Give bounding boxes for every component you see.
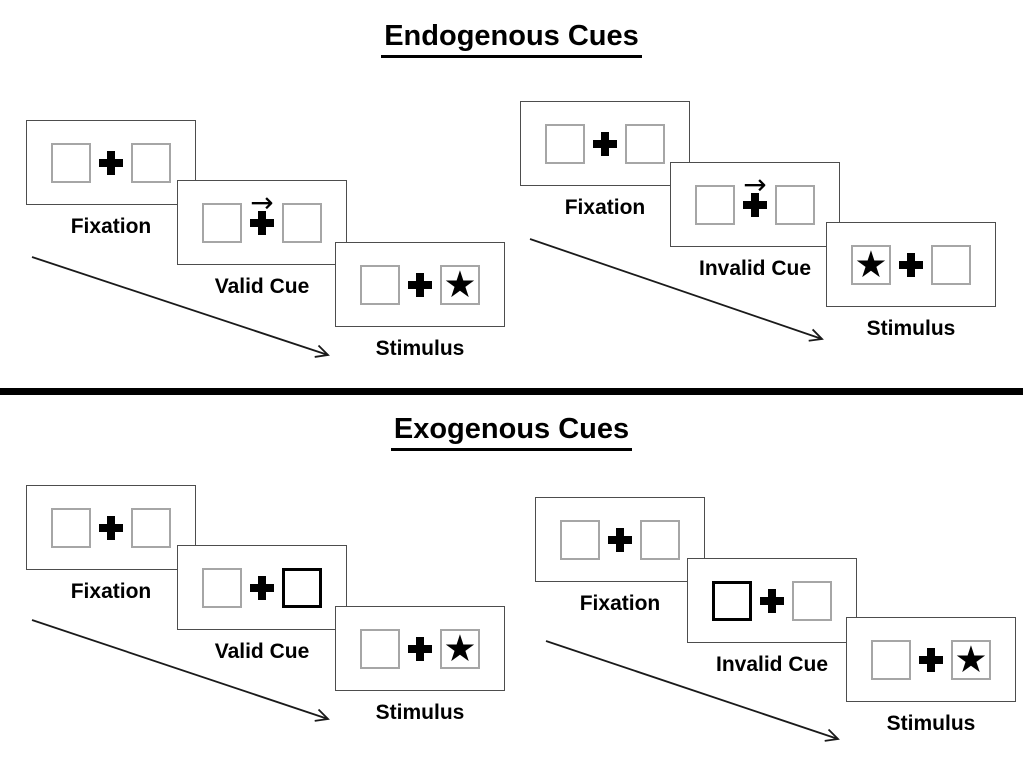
right-placeholder-box bbox=[131, 507, 171, 548]
endogenous-invalid-stimulus-panel: ★ bbox=[826, 222, 996, 307]
exogenous-valid-cue-panel bbox=[177, 545, 347, 630]
fixation-cross-icon: → bbox=[735, 170, 775, 225]
panel-label-stimulus: Stimulus bbox=[375, 337, 465, 360]
section-title-endogenous: Endogenous Cues bbox=[0, 20, 1023, 59]
star-icon: ★ bbox=[854, 242, 888, 286]
fixation-cross-icon bbox=[91, 143, 131, 183]
right-target-box: ★ bbox=[440, 626, 480, 670]
left-placeholder-box bbox=[202, 567, 242, 608]
fixation-cross-icon bbox=[891, 245, 931, 285]
left-placeholder-box bbox=[202, 202, 242, 243]
central-arrow-cue-icon: → bbox=[743, 167, 767, 201]
fixation-cross-icon: → bbox=[242, 188, 282, 243]
right-placeholder-box bbox=[640, 519, 680, 560]
left-placeholder-box bbox=[51, 142, 91, 183]
fixation-cross-icon bbox=[752, 581, 792, 621]
exogenous-invalid-fixation-panel bbox=[535, 497, 705, 582]
panel-label-stimulus: Stimulus bbox=[886, 712, 976, 735]
fixation-cross-icon bbox=[585, 124, 625, 164]
sequence-arrow-exogenous-valid bbox=[31, 619, 330, 722]
star-icon: ★ bbox=[443, 262, 477, 306]
fixation-cross-icon bbox=[911, 640, 951, 680]
left-highlighted-cue-box bbox=[712, 580, 752, 621]
fixation-cross-icon bbox=[400, 265, 440, 305]
left-placeholder-box bbox=[695, 184, 735, 225]
exogenous-valid-fixation-panel bbox=[26, 485, 196, 570]
right-placeholder-box bbox=[792, 580, 832, 621]
section-title-text: Exogenous Cues bbox=[390, 413, 633, 452]
endogenous-valid-cue-panel: → bbox=[177, 180, 347, 265]
left-placeholder-box bbox=[871, 639, 911, 680]
exogenous-valid-stimulus-panel: ★ bbox=[335, 606, 505, 691]
star-icon: ★ bbox=[954, 637, 988, 681]
panel-label-fixation: Fixation bbox=[70, 215, 152, 238]
exogenous-invalid-stimulus-panel: ★ bbox=[846, 617, 1016, 702]
star-icon: ★ bbox=[443, 626, 477, 670]
sequence-arrow-endogenous-valid bbox=[31, 256, 330, 358]
endogenous-valid-stimulus-panel: ★ bbox=[335, 242, 505, 327]
central-arrow-cue-icon: → bbox=[250, 185, 274, 219]
right-target-box: ★ bbox=[440, 262, 480, 306]
panel-label-fixation: Fixation bbox=[564, 196, 646, 219]
sequence-arrow-endogenous-invalid bbox=[529, 238, 824, 342]
left-placeholder-box bbox=[360, 264, 400, 305]
right-placeholder-box bbox=[931, 244, 971, 285]
fixation-cross-icon bbox=[400, 629, 440, 669]
fixation-cross-icon bbox=[600, 520, 640, 560]
panel-label-valid-cue: Valid Cue bbox=[214, 640, 310, 663]
right-target-box: ★ bbox=[951, 637, 991, 681]
panel-label-invalid-cue: Invalid Cue bbox=[698, 257, 812, 280]
right-placeholder-box bbox=[282, 202, 322, 243]
left-placeholder-box bbox=[360, 628, 400, 669]
right-placeholder-box bbox=[775, 184, 815, 225]
endogenous-invalid-cue-panel: → bbox=[670, 162, 840, 247]
section-title-text: Endogenous Cues bbox=[381, 20, 642, 59]
endogenous-invalid-fixation-panel bbox=[520, 101, 690, 186]
panel-label-stimulus: Stimulus bbox=[866, 317, 956, 340]
left-target-box: ★ bbox=[851, 242, 891, 286]
section-divider bbox=[0, 388, 1023, 395]
left-placeholder-box bbox=[560, 519, 600, 560]
panel-label-fixation: Fixation bbox=[579, 592, 661, 615]
fixation-cross-icon bbox=[91, 508, 131, 548]
panel-label-stimulus: Stimulus bbox=[375, 701, 465, 724]
endogenous-valid-fixation-panel bbox=[26, 120, 196, 205]
right-highlighted-cue-box bbox=[282, 567, 322, 608]
right-placeholder-box bbox=[625, 123, 665, 164]
panel-label-invalid-cue: Invalid Cue bbox=[715, 653, 829, 676]
exogenous-invalid-cue-panel bbox=[687, 558, 857, 643]
panel-label-fixation: Fixation bbox=[70, 580, 152, 603]
fixation-cross-icon bbox=[242, 568, 282, 608]
right-placeholder-box bbox=[131, 142, 171, 183]
panel-label-valid-cue: Valid Cue bbox=[214, 275, 310, 298]
section-title-exogenous: Exogenous Cues bbox=[0, 413, 1023, 452]
left-placeholder-box bbox=[545, 123, 585, 164]
left-placeholder-box bbox=[51, 507, 91, 548]
